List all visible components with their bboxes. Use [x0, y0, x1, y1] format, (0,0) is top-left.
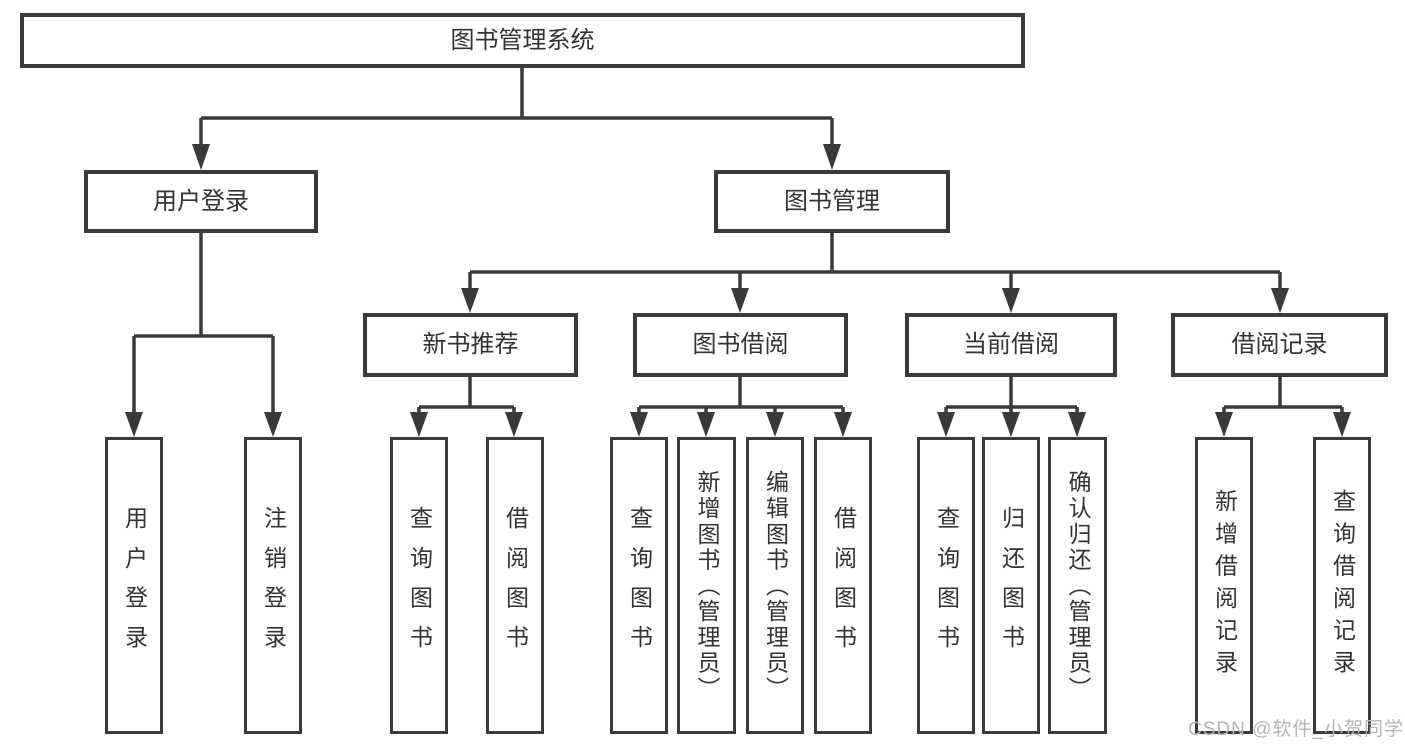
leaf-edit-book-admin: 编辑图书（管理员） [746, 437, 804, 734]
leaf-confirm-return-admin: 确认归还（管理员） [1048, 437, 1107, 734]
node-library-management-system: 图书管理系统 [20, 13, 1025, 68]
leaf-query-borrow-record: 查询借阅记录 [1313, 437, 1371, 734]
leaf-add-book-admin: 新增图书（管理员） [677, 437, 736, 734]
leaf-query-books-current: 查询图书 [917, 437, 975, 734]
leaf-query-books-borrowing: 查询图书 [610, 437, 668, 734]
leaf-user-login: 用户登录 [105, 437, 163, 734]
node-user-login: 用户登录 [84, 170, 318, 233]
node-borrowing-records: 借阅记录 [1171, 313, 1388, 377]
node-current-borrowing: 当前借阅 [905, 313, 1117, 377]
leaf-borrow-books-recommend: 借阅图书 [486, 437, 544, 734]
node-book-management: 图书管理 [714, 170, 950, 233]
node-new-book-recommendation: 新书推荐 [363, 313, 578, 377]
csdn-watermark: CSDN @软件_小贺同学 [1188, 719, 1404, 740]
leaf-add-borrow-record: 新增借阅记录 [1195, 437, 1253, 734]
leaf-borrow-books: 借阅图书 [814, 437, 872, 734]
leaf-query-books-recommend: 查询图书 [390, 437, 448, 734]
leaf-return-book: 归还图书 [982, 437, 1040, 734]
leaf-logout: 注销登录 [244, 437, 302, 734]
node-book-borrowing: 图书借阅 [633, 313, 848, 377]
